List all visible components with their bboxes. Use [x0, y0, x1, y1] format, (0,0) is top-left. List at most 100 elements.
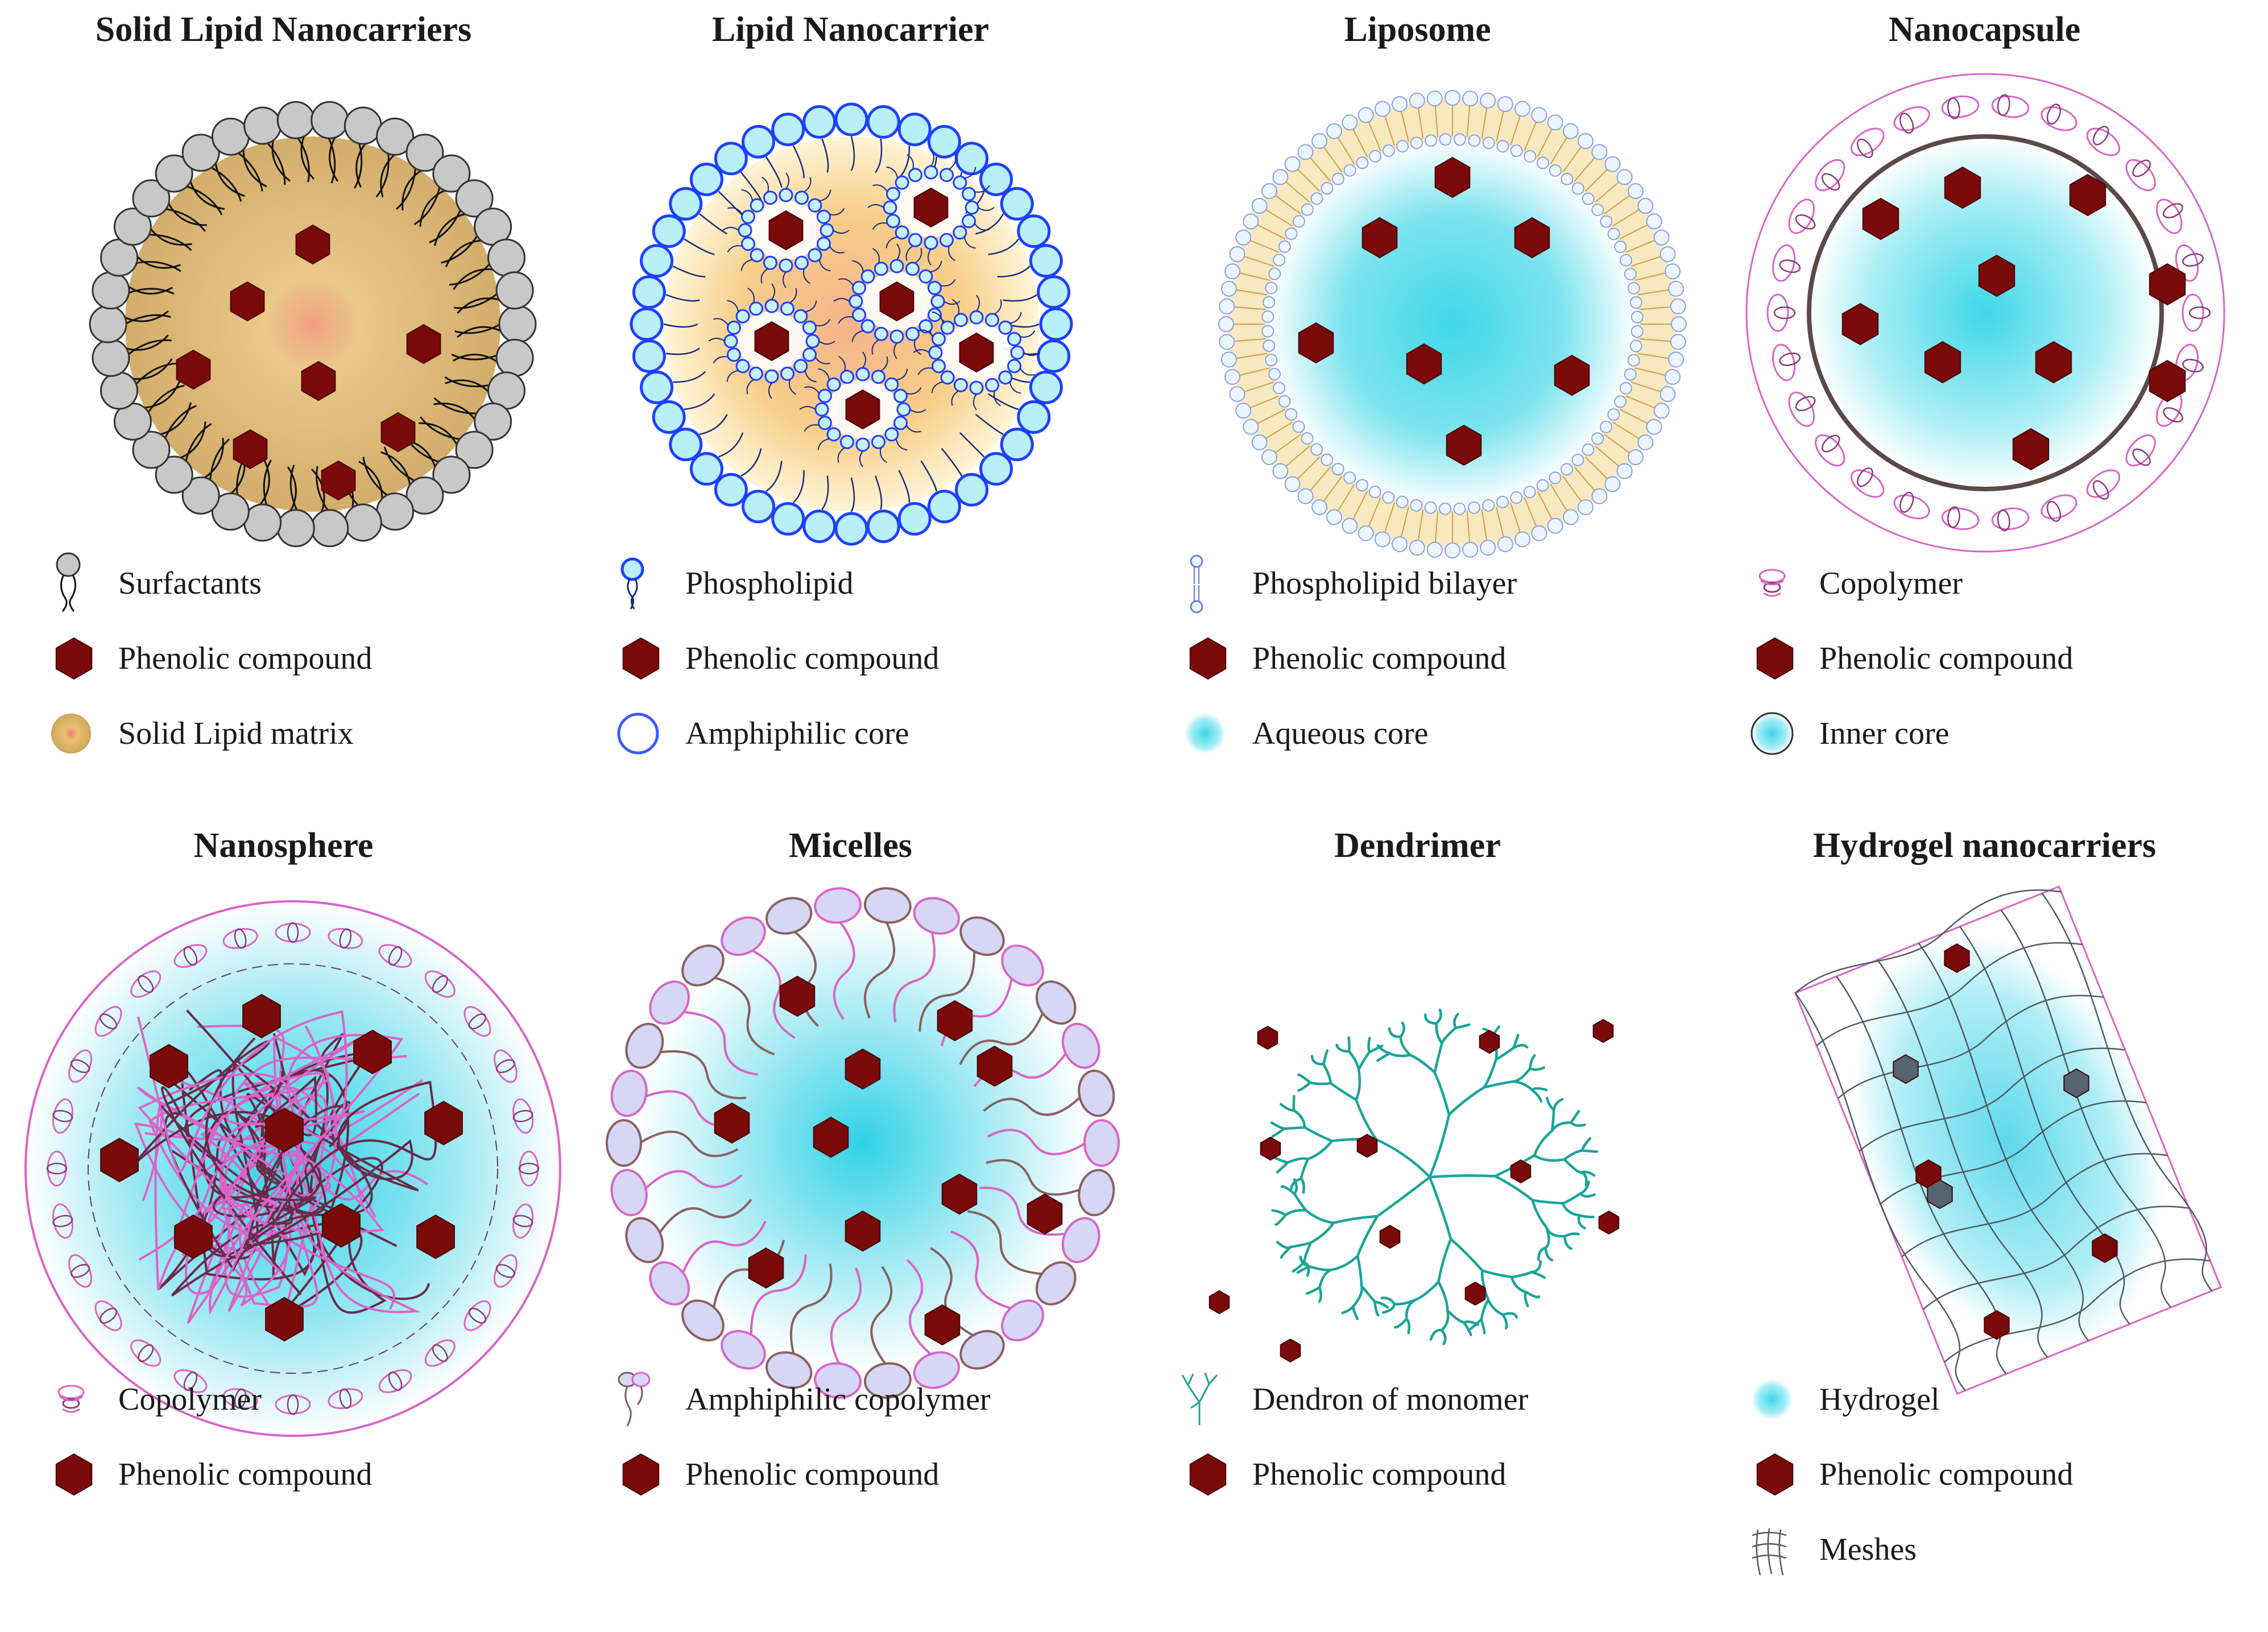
- outer-head: [1627, 183, 1644, 200]
- phospholipid-tail: [789, 379, 797, 395]
- phospholipid-head: [780, 366, 795, 381]
- surfactant-tail: [185, 423, 212, 463]
- phospholipid-tail: [852, 260, 864, 272]
- surfactant-tail: [300, 136, 314, 180]
- phenolic-compound: [1554, 354, 1590, 396]
- copolymer-coil: [1779, 352, 1801, 366]
- outer-head: [1409, 92, 1425, 109]
- inner-head: [1285, 408, 1298, 421]
- mesh-line: [1836, 976, 2007, 1374]
- lipid-tail: [1417, 509, 1424, 541]
- phospholipid-tail: [727, 245, 743, 253]
- dendron-branch: [1563, 1149, 1584, 1161]
- inner-head: [1396, 495, 1409, 508]
- dendron-branch: [1429, 1328, 1443, 1341]
- copolymer-head: [1001, 945, 1044, 987]
- dendron-branch: [1355, 1098, 1378, 1141]
- panel-title: Micelles: [789, 826, 912, 865]
- lipid-tail: [1274, 194, 1301, 214]
- dendron-branch: [1282, 1126, 1306, 1130]
- phospholipid-tail: [920, 460, 938, 492]
- dendron-branch: [1299, 1158, 1309, 1180]
- phenolic-compound: [233, 429, 268, 470]
- dendron-branch: [1399, 1035, 1412, 1057]
- surfactant-tail: [396, 167, 416, 210]
- copolymer-coil: [183, 1371, 198, 1391]
- copolymer-chain: [658, 1199, 752, 1235]
- copolymer-chain: [681, 1221, 767, 1275]
- inner-head: [1278, 395, 1291, 408]
- phospholipid-tail: [914, 339, 922, 355]
- lipid-tail: [1401, 111, 1409, 142]
- phenolic-compound: [353, 1029, 392, 1075]
- inner-head: [1600, 420, 1613, 433]
- phospholipid-head: [808, 198, 822, 213]
- panel-dendrimer: Dendrimer Dendron of monomer Phenolic co…: [1134, 816, 1701, 1632]
- phospholipid-tail: [940, 279, 956, 287]
- phospholipid-tail: [951, 390, 959, 406]
- phospholipid-head: [885, 187, 900, 201]
- phenolic-compound: [1978, 254, 2015, 297]
- phospholipid-head: [1029, 244, 1063, 278]
- surfactant-head: [211, 492, 250, 531]
- phospholipid-tail: [768, 382, 772, 399]
- dendron-branch: [1318, 1269, 1332, 1289]
- dendron-branch: [1405, 1318, 1410, 1335]
- surfactant-tail: [453, 354, 498, 362]
- lipid-tail: [1625, 239, 1656, 253]
- dendron-branch: [1433, 1071, 1451, 1116]
- lipid-tail: [1244, 382, 1274, 392]
- surfactant-tail: [180, 421, 206, 459]
- copolymer-coil: [512, 1109, 533, 1122]
- surfactant-tail: [136, 256, 181, 269]
- dendron-branch: [1332, 1215, 1379, 1224]
- surfactant-head: [92, 271, 130, 310]
- phospholipid-head: [918, 269, 933, 284]
- surfactant-head: [343, 106, 382, 145]
- phospholipid-head: [652, 214, 686, 248]
- copolymer-coil: [339, 928, 352, 949]
- phospholipid-head: [893, 388, 908, 403]
- phospholipid-tail: [931, 381, 943, 393]
- outer-head: [1284, 156, 1301, 172]
- legend-item: Phenolic compound: [40, 621, 552, 696]
- surfactant-tail: [420, 416, 461, 441]
- copolymer-coil: [1857, 138, 1873, 158]
- phospholipid-tail: [833, 230, 850, 234]
- icon-tail: [627, 579, 638, 610]
- phospholipid-head: [742, 490, 776, 524]
- phospholipid-head: [839, 370, 854, 384]
- copolymer-coil: [234, 928, 247, 949]
- inner-head: [1619, 254, 1632, 267]
- phospholipid-tail: [930, 150, 935, 167]
- copolymer-coil: [1795, 214, 1816, 230]
- surfactant-tail: [329, 137, 339, 182]
- inner-head: [1292, 420, 1305, 433]
- dendron-branch: [1303, 1126, 1334, 1142]
- inner-head: [1591, 203, 1604, 216]
- surfactant-tail: [433, 397, 478, 415]
- phenolic-compound: [1356, 1133, 1378, 1158]
- phenolic-compound: [1406, 343, 1442, 385]
- lipid-tail: [1537, 129, 1553, 158]
- phenolic-compound: [1189, 1453, 1227, 1496]
- phospholipid-head: [985, 378, 1000, 392]
- surfactant-tail: [453, 268, 492, 291]
- legend: Amphiphilic copolymer Phenolic compound: [607, 1362, 1119, 1512]
- panel-title: Liposome: [1344, 10, 1491, 49]
- copolymer-coil: [2086, 469, 2121, 498]
- phospholipid-tail: [948, 246, 956, 262]
- dendron-branch: [1271, 1127, 1286, 1138]
- surfactant-tail: [125, 310, 169, 322]
- phospholipid-tail: [1009, 312, 1022, 324]
- phospholipid-head: [802, 105, 837, 139]
- phospholipid-head: [849, 294, 863, 309]
- phospholipid-tail: [829, 246, 845, 254]
- copolymer-coil: [2041, 106, 2077, 131]
- phenolic-compound: [779, 975, 816, 1017]
- phospholipid-head: [897, 113, 932, 147]
- dendron-branch: [1297, 1073, 1312, 1084]
- icon-head: [56, 552, 81, 577]
- phospholipid-tail: [1023, 352, 1040, 357]
- phenolic-compound: [1893, 1054, 1919, 1084]
